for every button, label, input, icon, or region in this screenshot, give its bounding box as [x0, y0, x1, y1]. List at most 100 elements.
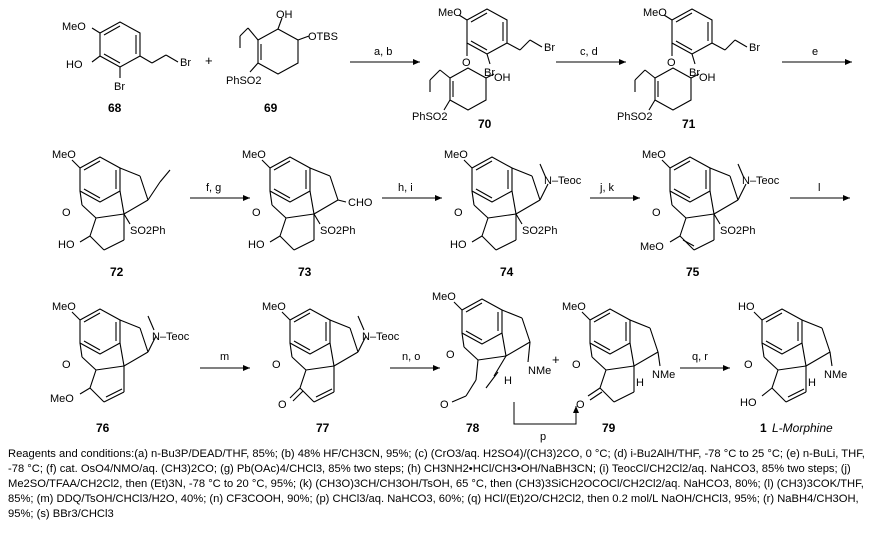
c77-label-3: O [278, 399, 287, 411]
c1-label-1: O [744, 359, 753, 371]
c68-label-3: Br [180, 57, 191, 69]
c74-label-4: SO2Ph [522, 225, 557, 237]
c79-label-0: MeO [562, 301, 586, 313]
c69-label-1: OTBS [308, 31, 338, 43]
c68-label-1: HO [66, 59, 83, 71]
c70-label-0: MeO [438, 7, 462, 19]
compound-73: MeO O CHO HO SO2Ph 73 [242, 149, 373, 279]
c75-label-2: O [652, 207, 661, 219]
compound-number: 68 [108, 101, 122, 115]
compound-number: 79 [602, 421, 616, 435]
arrow-label: q, r [692, 351, 708, 363]
c70-label-1: O [462, 57, 471, 69]
arrow-label: f, g [206, 182, 221, 194]
compound-75: MeO N–Teoc O MeO SO2Ph 75 [640, 149, 780, 279]
c1-label-4: HO [740, 397, 757, 409]
compound-number: 70 [478, 117, 492, 131]
c75-label-3: MeO [640, 241, 664, 253]
compound-79: MeO O NMe H O 79 [562, 301, 675, 435]
c68-label-0: MeO [62, 21, 86, 33]
c73-label-3: HO [248, 239, 265, 251]
c79-label-3: H [636, 377, 644, 389]
c71-label-4: OH [699, 72, 716, 84]
c71-label-0: MeO [643, 7, 667, 19]
c69-label-2: PhSO2 [226, 75, 261, 87]
compound-name: L-Morphine [772, 421, 833, 435]
arrow-label: a, b [374, 46, 392, 58]
arrow-label: c, d [580, 46, 598, 58]
c76-label-0: MeO [52, 301, 76, 313]
c78-label-2: NMe [528, 365, 551, 377]
c79-label-4: O [576, 399, 585, 411]
c76-label-1: N–Teoc [152, 331, 190, 343]
c70-label-3: Br [544, 42, 555, 54]
c71-label-3: Br [749, 42, 760, 54]
c77-label-2: O [272, 359, 281, 371]
c78-label-1: O [446, 349, 455, 361]
c70-label-5: PhSO2 [412, 111, 447, 123]
compound-78: MeO O NMe H O 78 [432, 291, 551, 435]
c74-label-3: HO [450, 239, 467, 251]
arrow-label: m [220, 351, 229, 363]
plus-sign: + [205, 53, 213, 68]
compound-1-morphine: HO O NMe H HO 1 L-Morphine [738, 301, 847, 435]
arrow-p [513, 402, 579, 425]
c78-label-3: H [504, 375, 512, 387]
compound-number: 72 [110, 265, 124, 279]
compound-71: MeO O Br Br OH PhSO2 71 [617, 7, 760, 131]
compound-number: 69 [264, 101, 278, 115]
c69-label-0: OH [276, 9, 293, 21]
c73-label-4: SO2Ph [320, 225, 355, 237]
compound-72: MeO O HO SO2Ph 72 [52, 149, 171, 279]
c73-label-1: O [252, 207, 261, 219]
arrow-label: l [818, 182, 820, 194]
c79-label-2: NMe [652, 369, 675, 381]
compound-number: 78 [466, 421, 480, 435]
compound-74: MeO N–Teoc O HO SO2Ph 74 [444, 149, 582, 279]
c73-label-2: CHO [348, 197, 373, 209]
c68-label-2: Br [114, 81, 125, 93]
compound-77: MeO N–Teoc O O 77 [262, 301, 400, 435]
compound-69: OH OTBS PhSO2 69 [226, 9, 338, 115]
compound-number: 76 [96, 421, 110, 435]
c72-label-2: HO [58, 239, 75, 251]
c72-label-3: SO2Ph [130, 225, 165, 237]
c70-label-2: Br [484, 67, 495, 79]
arrow-label: n, o [402, 351, 420, 363]
c75-label-1: N–Teoc [742, 175, 780, 187]
c72-label-0: MeO [52, 149, 76, 161]
c73-label-0: MeO [242, 149, 266, 161]
c78-label-0: MeO [432, 291, 456, 303]
arrow-label: e [812, 46, 818, 58]
compound-70: MeO O Br Br OH PhSO2 70 [412, 7, 555, 131]
c75-label-0: MeO [642, 149, 666, 161]
c1-label-2: NMe [824, 369, 847, 381]
compound-number: 71 [682, 117, 696, 131]
reagents-and-conditions: Reagents and conditions:(a) n-Bu3P/DEAD/… [8, 448, 865, 520]
compound-number: 74 [500, 265, 514, 279]
compound-number: 77 [316, 421, 330, 435]
c77-label-0: MeO [262, 301, 286, 313]
c1-label-3: H [808, 377, 816, 389]
synthesis-scheme: MeO HO Br Br 68 + OH OTBS PhSO2 69 a, b [50, 7, 852, 443]
c76-label-3: MeO [50, 393, 74, 405]
compound-76: MeO N–Teoc O MeO 76 [50, 301, 190, 435]
plus-sign: + [552, 352, 560, 367]
arrow-label: h, i [398, 182, 413, 194]
c76-label-2: O [62, 359, 71, 371]
c75-label-4: SO2Ph [720, 225, 755, 237]
compound-number: 75 [686, 265, 700, 279]
compound-number: 1 [760, 421, 767, 435]
c70-label-4: OH [494, 72, 511, 84]
c1-label-0: HO [738, 301, 755, 313]
c77-label-1: N–Teoc [362, 331, 400, 343]
compound-number: 73 [298, 265, 312, 279]
c71-label-1: O [667, 57, 676, 69]
arrow-label: p [540, 431, 546, 443]
c79-label-1: O [572, 359, 581, 371]
c74-label-2: O [454, 207, 463, 219]
c72-label-1: O [62, 207, 71, 219]
c71-label-2: Br [689, 67, 700, 79]
c78-label-4: O [440, 399, 449, 411]
arrow-label: j, k [599, 182, 615, 194]
